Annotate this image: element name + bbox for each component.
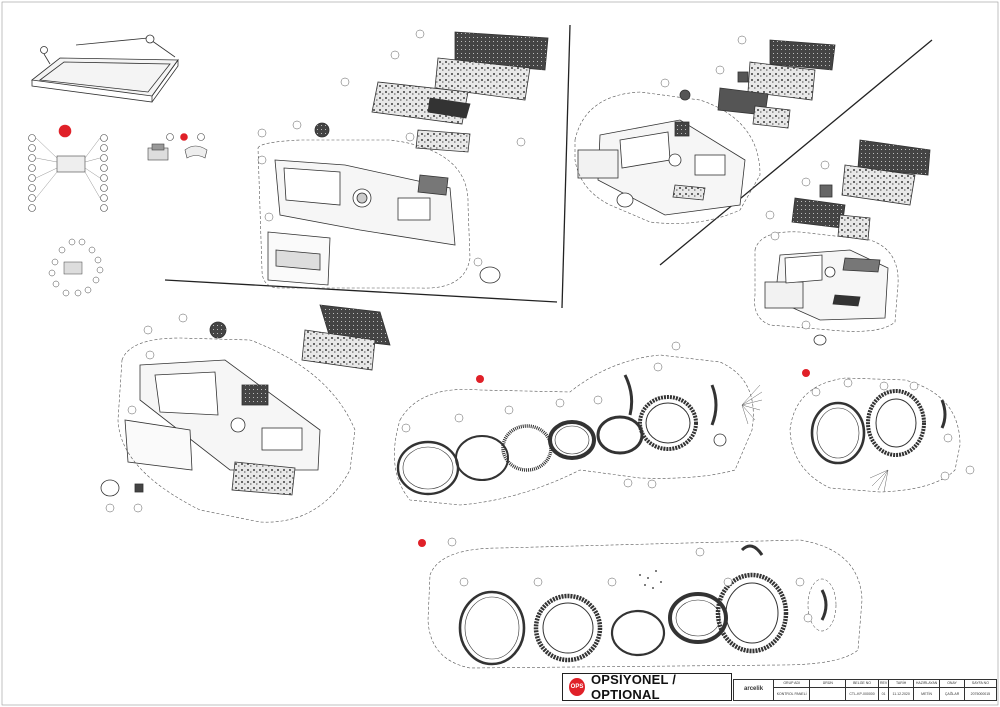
legend-label: OPSİYONEL / OPTIONAL [590,672,677,702]
door-ring-assembly-g [458,544,837,666]
optional-legend: OPS OPSİYONEL / OPTIONAL [562,672,732,702]
title-block-brand: arcelik [734,680,775,700]
control-panel-a [267,31,549,286]
ops-marker-e [476,375,484,383]
harness-cluster-2 [48,238,104,297]
control-panel-d [100,304,391,497]
bracket-parts [147,133,208,161]
dashed-group-g [427,539,863,669]
ops-marker-f [802,369,810,377]
ops-badge-icon: OPS [569,678,585,696]
control-panel-c [764,139,931,346]
dashed-group-f [789,377,961,493]
top-lid-assembly [31,34,179,103]
dashed-group-a [257,139,471,289]
dashed-group-c [754,231,899,332]
sensor-harness-cluster [28,124,108,212]
tb-cell-1: ÜRÜN [810,680,847,700]
dashed-group-d [117,337,356,523]
callout-bubbles [105,29,975,623]
dashed-group-b [574,91,761,224]
ops-marker-g [418,539,426,547]
door-ring-assembly-e [396,374,763,496]
door-ring-assembly-f [810,389,947,493]
section-dividers [164,24,933,309]
dashed-group-e [394,354,754,506]
control-panel-b [577,39,836,216]
